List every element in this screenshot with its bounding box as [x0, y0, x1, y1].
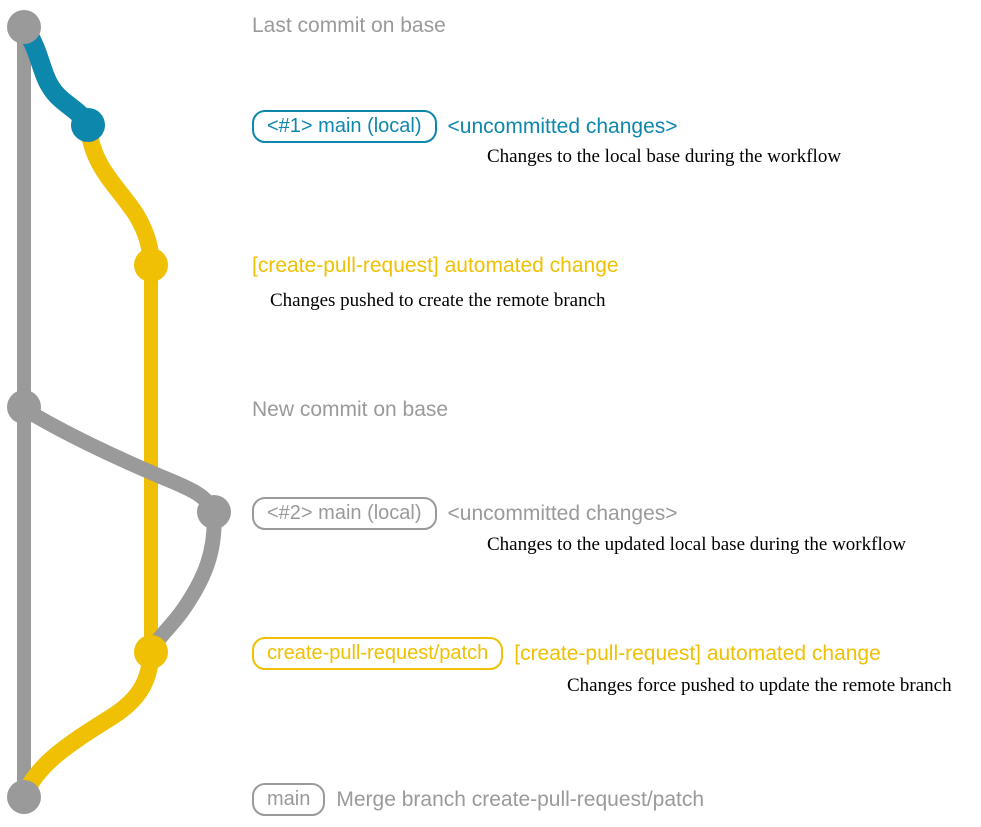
commit-description-local-2: Changes to the updated local base during…: [487, 534, 906, 555]
node-remote-2[interactable]: [134, 635, 168, 669]
commit-description-remote-2: Changes force pushed to update the remot…: [567, 675, 952, 696]
commit-description-local-1: Changes to the local base during the wor…: [487, 146, 842, 167]
branch-tag-main[interactable]: main: [252, 783, 326, 816]
row-merge-commit: main Merge branch create-pull-request/pa…: [252, 783, 704, 816]
branch-tag-create-pull-request-patch[interactable]: create-pull-request/patch: [252, 637, 504, 670]
edge-local2-to-remote2: [143, 504, 222, 660]
commit-subject-remote-2: [create-pull-request] automated change: [514, 642, 881, 665]
row-new-commit-on-base: New commit on base: [252, 398, 449, 421]
branch-tag-local-1[interactable]: <#1> main (local): [252, 110, 437, 143]
node-base-new[interactable]: [7, 390, 41, 424]
commit-subject-local-1: <uncommitted changes>: [447, 115, 678, 138]
edge-remote2-to-merge: [15, 643, 160, 806]
row-local-commit-1: <#1> main (local) <uncommitted changes>: [252, 110, 678, 143]
node-remote-1[interactable]: [134, 248, 168, 282]
row-remote-commit-2: create-pull-request/patch [create-pull-r…: [252, 637, 881, 670]
node-local-1[interactable]: [71, 108, 105, 142]
row-last-commit-on-base: Last commit on base: [252, 14, 446, 37]
node-base-last[interactable]: [7, 10, 41, 44]
edge-basenew-to-local2: [18, 402, 222, 520]
row-remote-commit-1: [create-pull-request] automated change: [252, 254, 619, 277]
commit-subject-local-2: <uncommitted changes>: [447, 502, 678, 525]
commit-description-remote-1: Changes pushed to create the remote bran…: [270, 290, 606, 311]
edge-local1-to-remote1: [79, 116, 160, 274]
node-local-2[interactable]: [197, 495, 231, 529]
node-merge-commit[interactable]: [7, 780, 41, 814]
graph-nodes: [7, 10, 231, 814]
commit-subject-merge: Merge branch create-pull-request/patch: [336, 788, 705, 811]
row-local-commit-2: <#2> main (local) <uncommitted changes>: [252, 497, 678, 530]
branch-tag-local-2[interactable]: <#2> main (local): [252, 497, 437, 530]
